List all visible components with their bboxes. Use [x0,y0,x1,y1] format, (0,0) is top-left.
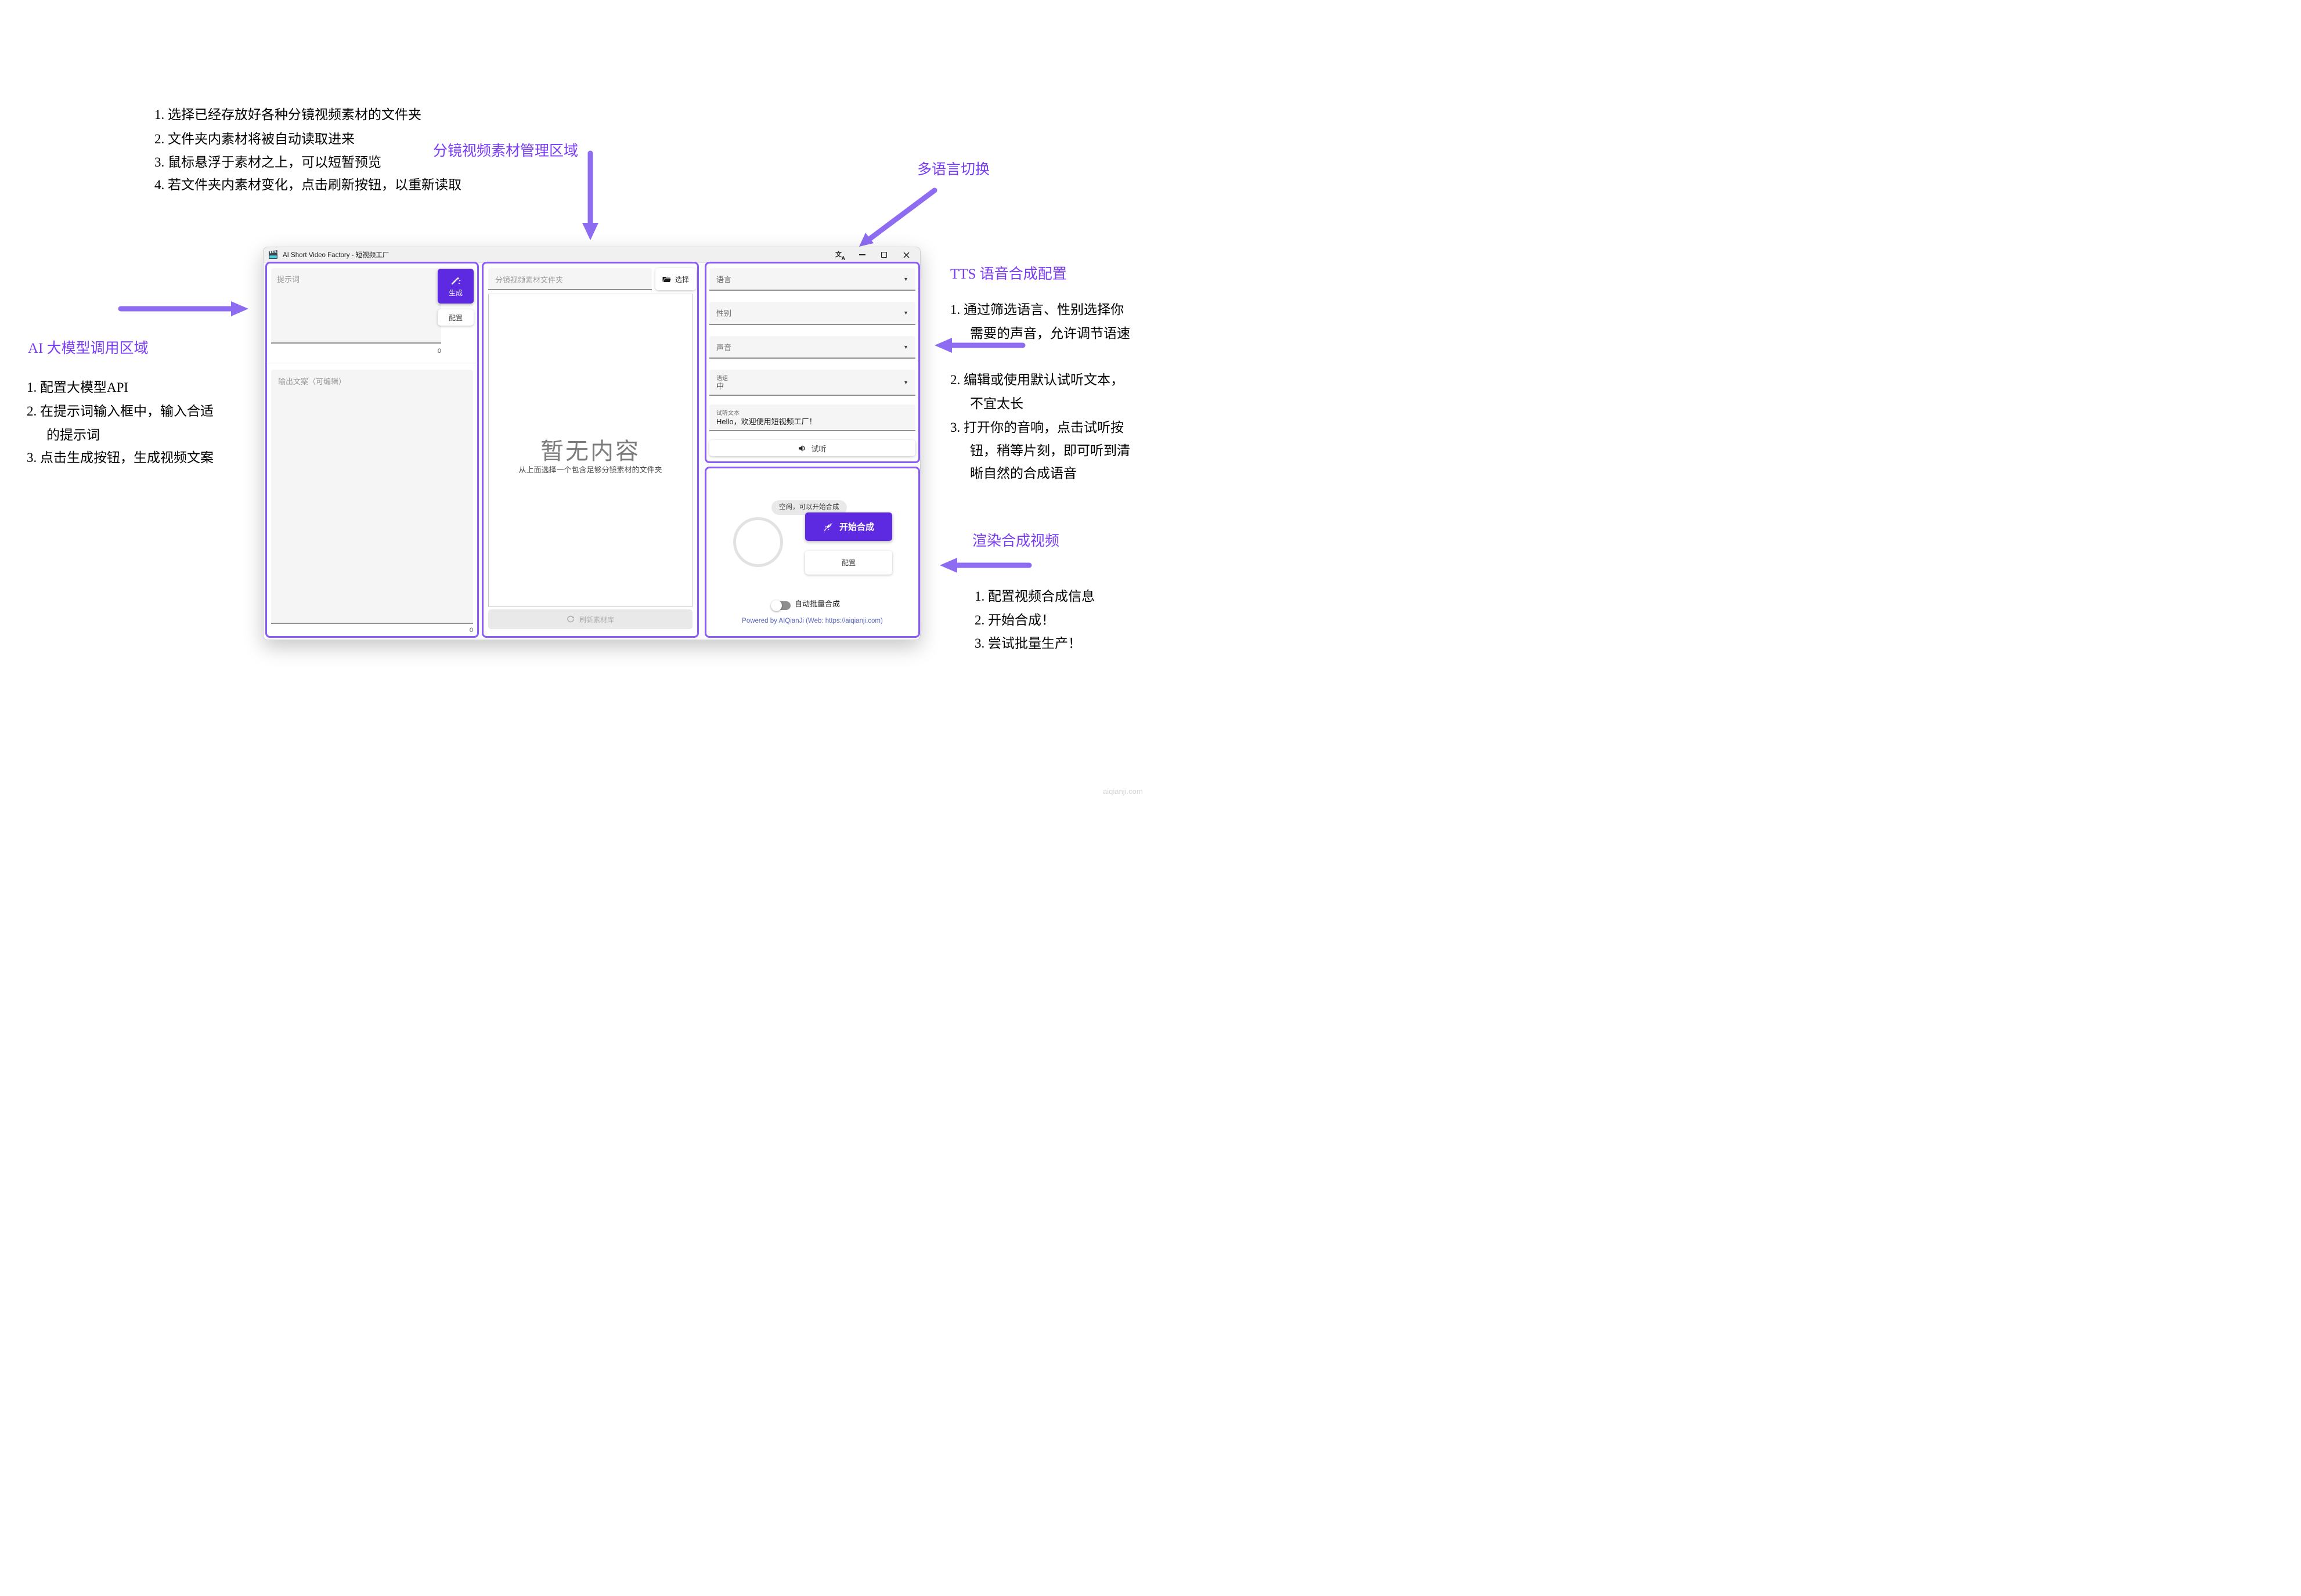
render-config-button[interactable]: 配置 [805,551,892,575]
arrow-to-ai-panel [118,301,248,316]
annotation-ai-step: 3. 点击生成按钮，生成视频文案 [27,450,214,465]
annotation-ai-step: 1. 配置大模型API [27,380,129,395]
status-badge: 空闲，可以开始合成 [771,500,847,515]
render-panel: 空闲，可以开始合成 开始合成 配置 自动批量合成 Powered by AIQi… [705,467,920,638]
start-synthesis-button[interactable]: 开始合成 [805,512,892,541]
speed-select-value: 中 [716,382,724,391]
multilang-label: 多语言切换 [917,162,990,178]
tts-area-label: TTS 语音合成配置 [950,266,1067,282]
rocket-icon [824,523,832,532]
magic-wand-icon [451,276,461,284]
chevron-down-icon: ▼ [903,344,908,350]
preview-text-label: 试听文本 [716,410,740,417]
tts-panel: 语言 ▼ 性别 ▼ 声音 ▼ 语速 中 ▼ 试听文本 Hello，欢迎使用短视频… [705,262,920,463]
gender-select-label: 性别 [716,309,732,318]
preview-text-value: Hello，欢迎使用短视频工厂！ [716,417,817,426]
arrow-to-tts-panel [935,338,1026,353]
materials-list-area[interactable]: 暂无内容 从上面选择一个包含足够分镜素材的文件夹 [488,294,693,607]
auto-batch-label: 自动批量合成 [795,600,841,608]
refresh-icon [567,615,574,623]
annotation-render-step: 1. 配置视频合成信息 [975,589,1095,604]
prompt-placeholder: 提示词 [277,275,300,284]
chevron-down-icon: ▼ [903,310,908,316]
gender-select[interactable]: 性别 ▼ [709,302,915,325]
speed-select[interactable]: 语速 中 ▼ [709,370,915,396]
output-text-input[interactable]: 输出文案（可编辑） [271,370,473,624]
translate-icon: 文 A [835,251,845,261]
ai-area-label: AI 大模型调用区域 [28,341,149,356]
close-icon [903,252,909,258]
minimize-icon [859,254,865,255]
empty-state-subtitle: 从上面选择一个包含足够分镜素材的文件夹 [518,465,662,474]
maximize-icon [881,252,887,258]
speaker-icon [799,445,805,452]
titlebar[interactable]: AI Short Video Factory - 短视频工厂 文 A [264,247,920,263]
corner-watermark: aiqianji.com [1103,787,1143,796]
preview-voice-button[interactable]: 试听 [709,440,915,456]
annotation-tts-step: 3. 打开你的音响，点击试听按 [950,420,1124,435]
close-button[interactable] [899,249,913,261]
window-title: AI Short Video Factory - 短视频工厂 [283,252,389,259]
annotation-folder-step: 2. 文件夹内素材将被自动读取进来 [154,132,355,146]
chevron-down-icon: ▼ [903,276,908,282]
arrow-to-render-panel [940,558,1032,573]
maximize-button[interactable] [877,249,891,261]
render-config-label: 配置 [841,559,856,567]
voice-select-label: 声音 [716,343,732,352]
annotation-tts-step: 2. 编辑或使用默认试听文本， [950,373,1124,387]
language-switch-button[interactable]: 文 A [833,249,847,261]
app-window: AI Short Video Factory - 短视频工厂 文 A [263,247,921,640]
clapperboard-icon [268,250,278,259]
annotation-render-step: 3. 尝试批量生产！ [975,636,1081,651]
choose-folder-label: 选择 [675,275,689,284]
arrow-to-materials-panel [582,150,598,240]
generate-button-label: 生成 [448,288,463,297]
progress-ring [733,517,783,567]
annotation-tts-step: 不宜太长 [970,396,1023,411]
toggle-knob [771,600,782,611]
arrow-to-language-switch [859,187,937,247]
refresh-library-label: 刷新素材库 [579,615,614,624]
voice-select[interactable]: 声音 ▼ [709,336,915,359]
prompt-input[interactable]: 提示词 [271,268,441,344]
annotation-tts-step: 晰自然的合成语音 [970,466,1077,481]
annotation-render-step: 2. 开始合成！ [975,613,1055,627]
powered-by-link[interactable]: Powered by AIQianJi (Web: https://aiqian… [742,618,883,624]
annotation-tts-step: 1. 通过筛选语言、性别选择你 [950,302,1124,317]
materials-panel: 分镜视频素材文件夹 选择 暂无内容 从上面选择一个包含足够分镜素材的文件夹 刷新… [482,262,699,638]
auto-batch-toggle[interactable] [771,600,791,611]
choose-folder-button[interactable]: 选择 [655,268,696,290]
render-area-label: 渲染合成视频 [972,533,1060,549]
empty-state-title: 暂无内容 [540,439,640,464]
materials-area-label: 分镜视频素材管理区域 [433,143,579,159]
minimize-button[interactable] [855,249,869,261]
annotation-ai-step: 的提示词 [46,428,100,442]
llm-config-button[interactable]: 配置 [438,309,474,326]
output-placeholder: 输出文案（可编辑） [278,377,347,386]
preview-voice-label: 试听 [811,444,827,453]
ai-prompt-panel: 提示词 0 生成 配置 输出文案（可编辑） 0 [265,262,479,638]
llm-config-button-label: 配置 [448,313,463,322]
language-select-label: 语言 [716,275,732,284]
annotation-folder-step: 4. 若文件夹内素材变化，点击刷新按钮，以重新读取 [154,178,461,192]
refresh-library-button[interactable]: 刷新素材库 [488,609,693,629]
generate-button[interactable]: 生成 [438,269,474,304]
folder-icon [662,277,671,282]
annotation-folder-step: 1. 选择已经存放好各种分镜视频素材的文件夹 [154,107,421,122]
speed-select-label: 语速 [716,375,728,382]
annotation-ai-step: 2. 在提示词输入框中，输入合适 [27,404,214,418]
prompt-char-counter: 0 [437,348,441,355]
output-char-counter: 0 [469,627,473,634]
annotation-tts-step: 需要的声音，允许调节语速 [970,326,1130,341]
annotation-tts-step: 钮，稍等片刻，即可听到清 [970,443,1130,458]
chevron-down-icon: ▼ [903,379,908,385]
start-synthesis-label: 开始合成 [839,522,874,532]
language-select[interactable]: 语言 ▼ [709,268,915,291]
annotation-folder-step: 3. 鼠标悬浮于素材之上，可以短暂预览 [154,155,381,169]
folder-path-input[interactable]: 分镜视频素材文件夹 [488,268,652,290]
preview-text-input[interactable]: 试听文本 Hello，欢迎使用短视频工厂！ [709,405,915,431]
folder-placeholder: 分镜视频素材文件夹 [495,276,564,284]
